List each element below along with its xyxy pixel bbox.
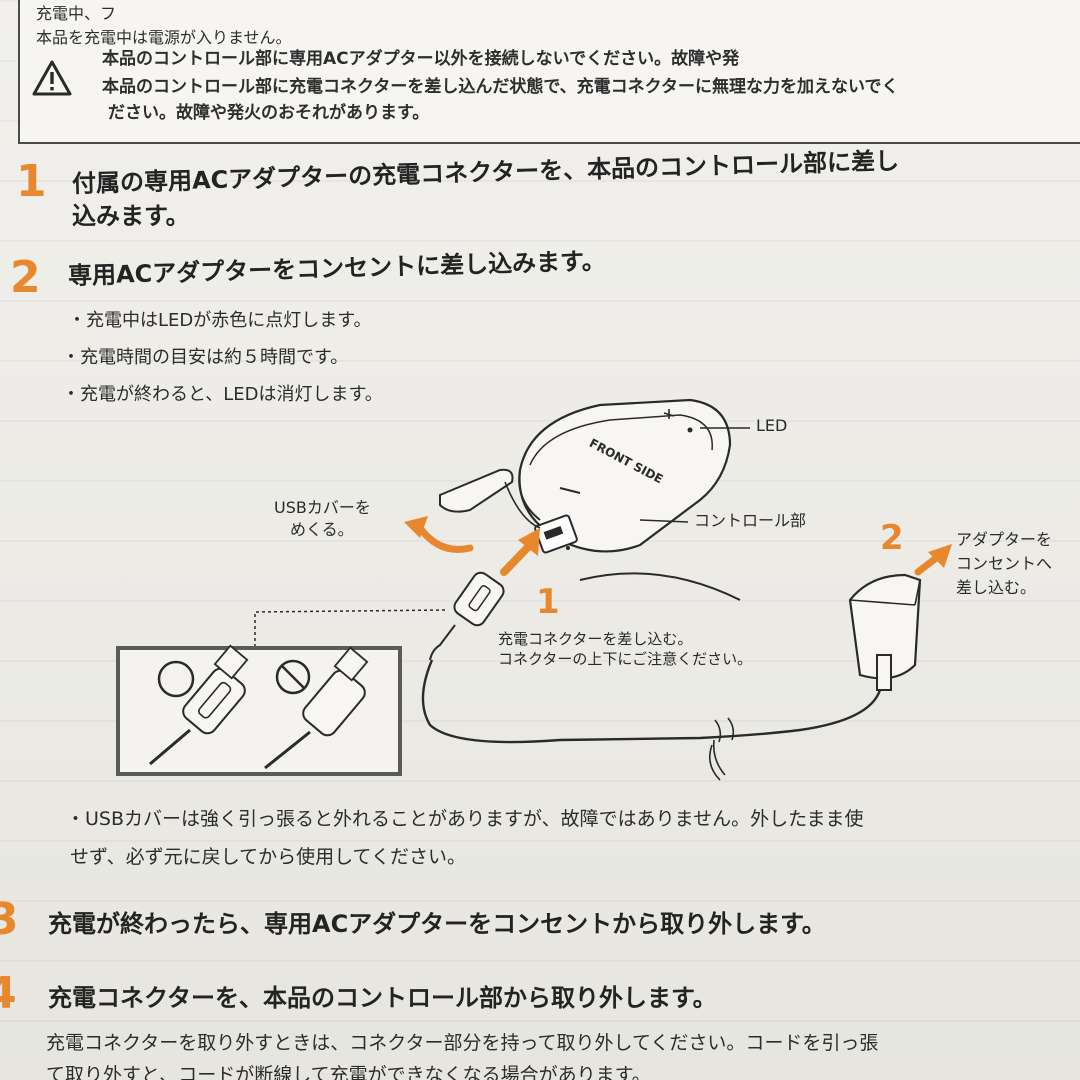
control-unit-label: コントロール部 xyxy=(694,511,807,530)
usb-plug xyxy=(429,571,505,661)
control-unit-device xyxy=(518,398,732,554)
flap-arrow xyxy=(416,524,474,553)
warning-box xyxy=(18,0,1080,144)
callout-dotted-line xyxy=(254,609,446,648)
step-3-text: 充電が終わったら、専用ACアダプターをコンセントから取り外します。 xyxy=(48,910,826,938)
cable xyxy=(421,659,882,744)
step-1-text-line2: 込みます。 xyxy=(72,202,190,230)
correct-circle-icon xyxy=(157,660,195,698)
step-3-number: 3 xyxy=(0,894,19,945)
step-2-number: 2 xyxy=(10,252,41,303)
floor-curve xyxy=(579,572,741,601)
step-4-body-line2: て取り外すと、コードが断線して充電ができなくなる場合があります。 xyxy=(46,1064,651,1080)
usb-cover-label-1: USBカバーを xyxy=(274,498,371,517)
warning-line-e: ださい。故障や発火のおそれがあります。 xyxy=(108,103,430,123)
warning-line-b: 本品を充電中は電源が入りません。 xyxy=(36,28,292,47)
step-4-text: 充電コネクターを、本品のコントロール部から取り外します。 xyxy=(48,984,717,1012)
connector-instruction-1: 充電コネクターを差し込む。 xyxy=(498,630,693,648)
bullet-text: 充電時間の目安は約５時間です。 xyxy=(80,347,349,368)
usb-cover-flap xyxy=(439,468,514,513)
warning-line-a: 充電中、フ xyxy=(36,4,117,23)
adapter-instruction-2: コンセントへ xyxy=(956,554,1053,573)
diagram-step-1-number: 1 xyxy=(536,582,560,622)
plug-orientation-inset xyxy=(116,644,402,776)
step-1-number: 1 xyxy=(16,156,47,207)
prohibited-icon xyxy=(275,659,311,695)
warning-triangle-icon xyxy=(32,60,72,96)
usb-cover-label-2: めくる。 xyxy=(290,520,354,539)
usb-note-line1: ・USBカバーは強く引っ張ると外れることがありますが、故障ではありません。外した… xyxy=(66,808,864,830)
step-2-bullet-3: ・充電が終わると、LEDは消灯します。 xyxy=(62,384,383,405)
connector-arrow xyxy=(500,541,534,576)
bullet-text: 充電が終わると、LEDは消灯します。 xyxy=(80,384,383,405)
ac-adapter xyxy=(848,573,922,691)
warning-line-c: 本品のコントロール部に専用ACアダプター以外を接続しないでください。故障や発 xyxy=(102,49,740,69)
step-4-number: 4 xyxy=(0,968,17,1019)
step-4-body-line1: 充電コネクターを取り外すときは、コネクター部分を持って取り外してください。コード… xyxy=(46,1032,879,1054)
usb-note-line2: せず、必ず元に戻してから使用してください。 xyxy=(70,846,466,868)
led-label: LED xyxy=(756,416,788,435)
warning-line-d: 本品のコントロール部に充電コネクターを差し込んだ状態で、充電コネクターに無理な力… xyxy=(102,77,899,97)
adapter-instruction-1: アダプターを xyxy=(956,530,1053,549)
bullet-text: 充電中はLEDが赤色に点灯します。 xyxy=(86,310,372,331)
connector-instruction-2: コネクターの上下にご注意ください。 xyxy=(498,650,753,668)
usb-note-text: USBカバーは強く引っ張ると外れることがありますが、故障ではありません。外したま… xyxy=(85,808,864,830)
adapter-instruction-3: 差し込む。 xyxy=(956,578,1037,597)
step-2-bullet-2: ・充電時間の目安は約５時間です。 xyxy=(62,347,349,368)
diagram-step-2-number: 2 xyxy=(880,518,904,558)
step-2-bullet-1: ・充電中はLEDが赤色に点灯します。 xyxy=(68,310,372,331)
